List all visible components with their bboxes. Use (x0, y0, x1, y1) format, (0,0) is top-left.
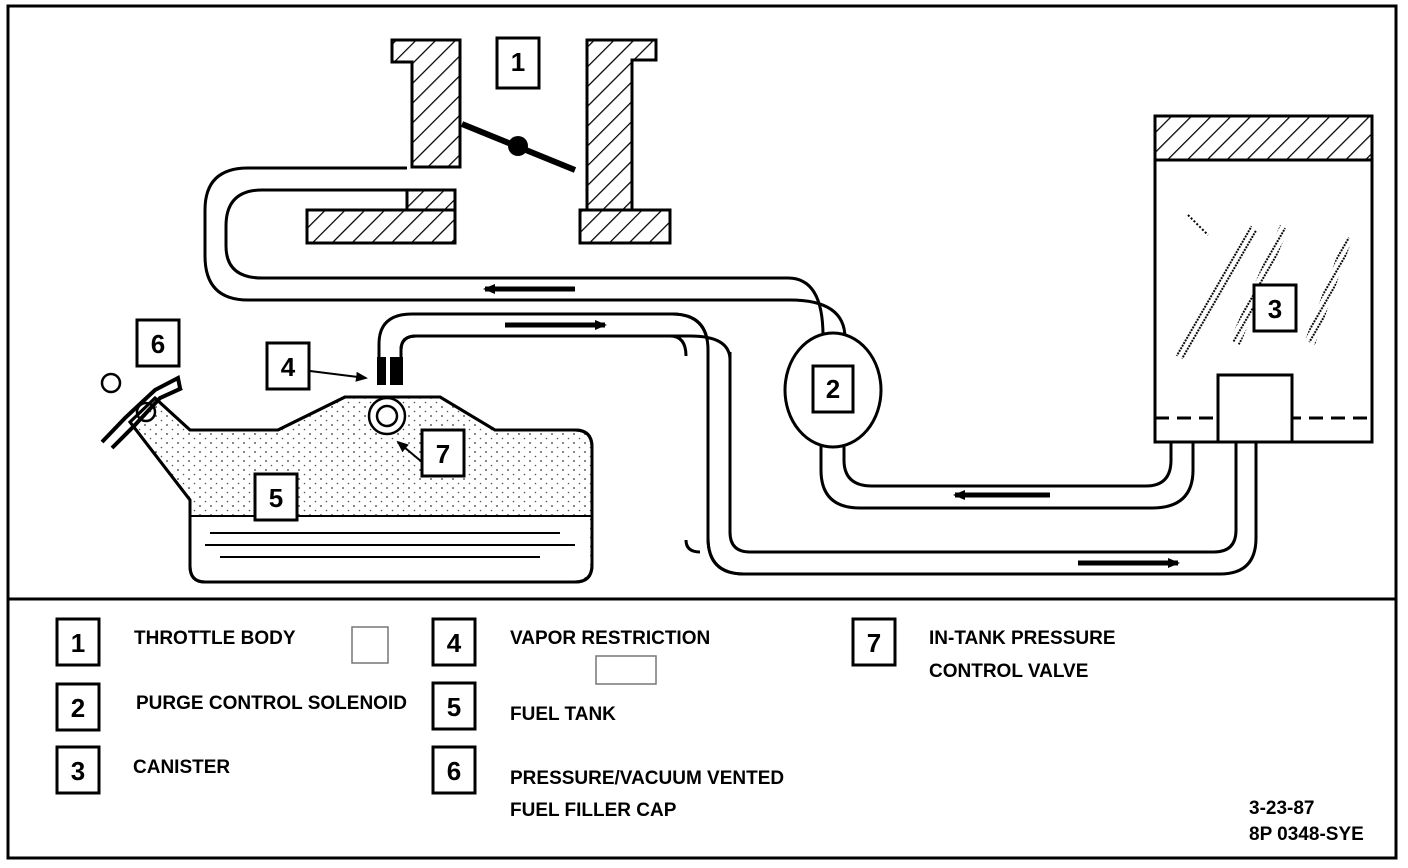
callout-4: 4 (265, 341, 311, 391)
svg-text:4: 4 (281, 352, 296, 382)
svg-text:1: 1 (511, 47, 525, 77)
legend-item-4: 4 VAPOR RESTRICTION (431, 617, 710, 685)
throttle-body (305, 38, 672, 245)
footer-codes: 3-23-87 8P 0348-SYE (1249, 798, 1364, 845)
legend: 1 THROTTLE BODY 2 PURGE CONTROL SOLENOID… (55, 617, 1116, 821)
pressure-control-valve (367, 396, 407, 436)
leader-arrows (309, 370, 423, 463)
figure-code: 8P 0348-SYE (1249, 824, 1364, 845)
fuel-filler-cap (100, 372, 183, 450)
svg-text:6: 6 (447, 756, 461, 786)
flow-arrows (483, 284, 1180, 568)
svg-text:THROTTLE BODY: THROTTLE BODY (134, 628, 296, 649)
svg-text:IN-TANK PRESSURE: IN-TANK PRESSURE (929, 628, 1116, 649)
legend-item-7: 7 IN-TANK PRESSURE CONTROL VALVE (851, 617, 1116, 682)
callout-3: 3 (1252, 283, 1298, 333)
throttle-plate (460, 121, 577, 173)
svg-text:FUEL TANK: FUEL TANK (510, 704, 616, 725)
svg-text:4: 4 (447, 628, 462, 658)
svg-text:VAPOR RESTRICTION: VAPOR RESTRICTION (510, 628, 710, 649)
svg-text:CONTROL VALVE: CONTROL VALVE (929, 661, 1088, 682)
canister (1153, 114, 1374, 444)
svg-text:2: 2 (71, 693, 85, 723)
callout-2: 2 (811, 364, 855, 414)
vapor-restriction (377, 357, 403, 385)
svg-text:2: 2 (826, 374, 840, 404)
svg-text:CANISTER: CANISTER (133, 757, 230, 778)
svg-text:3: 3 (1268, 294, 1282, 324)
svg-text:PURGE CONTROL SOLENOID: PURGE CONTROL SOLENOID (136, 693, 407, 714)
svg-text:5: 5 (447, 692, 461, 722)
legend-item-1: 1 THROTTLE BODY (55, 617, 389, 667)
callout-7: 7 (420, 428, 466, 478)
legend-item-3: 3 CANISTER (55, 745, 230, 795)
svg-text:7: 7 (436, 439, 450, 469)
svg-text:PRESSURE/VACUUM VENTED: PRESSURE/VACUUM VENTED (510, 768, 784, 789)
svg-text:FUEL FILLER CAP: FUEL FILLER CAP (510, 800, 677, 821)
svg-text:6: 6 (151, 329, 165, 359)
callout-5: 5 (253, 472, 299, 522)
tank-vent-line (399, 312, 745, 576)
callout-1: 1 (495, 36, 541, 90)
svg-text:3: 3 (71, 756, 85, 786)
legend-item-6: 6 PRESSURE/VACUUM VENTED FUEL FILLER CAP (431, 745, 784, 821)
legend-item-5: 5 FUEL TANK (431, 681, 616, 731)
svg-text:5: 5 (269, 483, 283, 513)
fuel-tank (127, 395, 594, 584)
svg-text:7: 7 (867, 628, 881, 658)
legend-item-2: 2 PURGE CONTROL SOLENOID (55, 682, 407, 732)
callout-6: 6 (135, 318, 181, 368)
outer-frame (6, 4, 1398, 860)
legend-swatch-restriction (595, 655, 657, 685)
legend-swatch-throttle (351, 626, 389, 664)
svg-text:1: 1 (71, 628, 85, 658)
figure-date: 3-23-87 (1249, 798, 1315, 819)
